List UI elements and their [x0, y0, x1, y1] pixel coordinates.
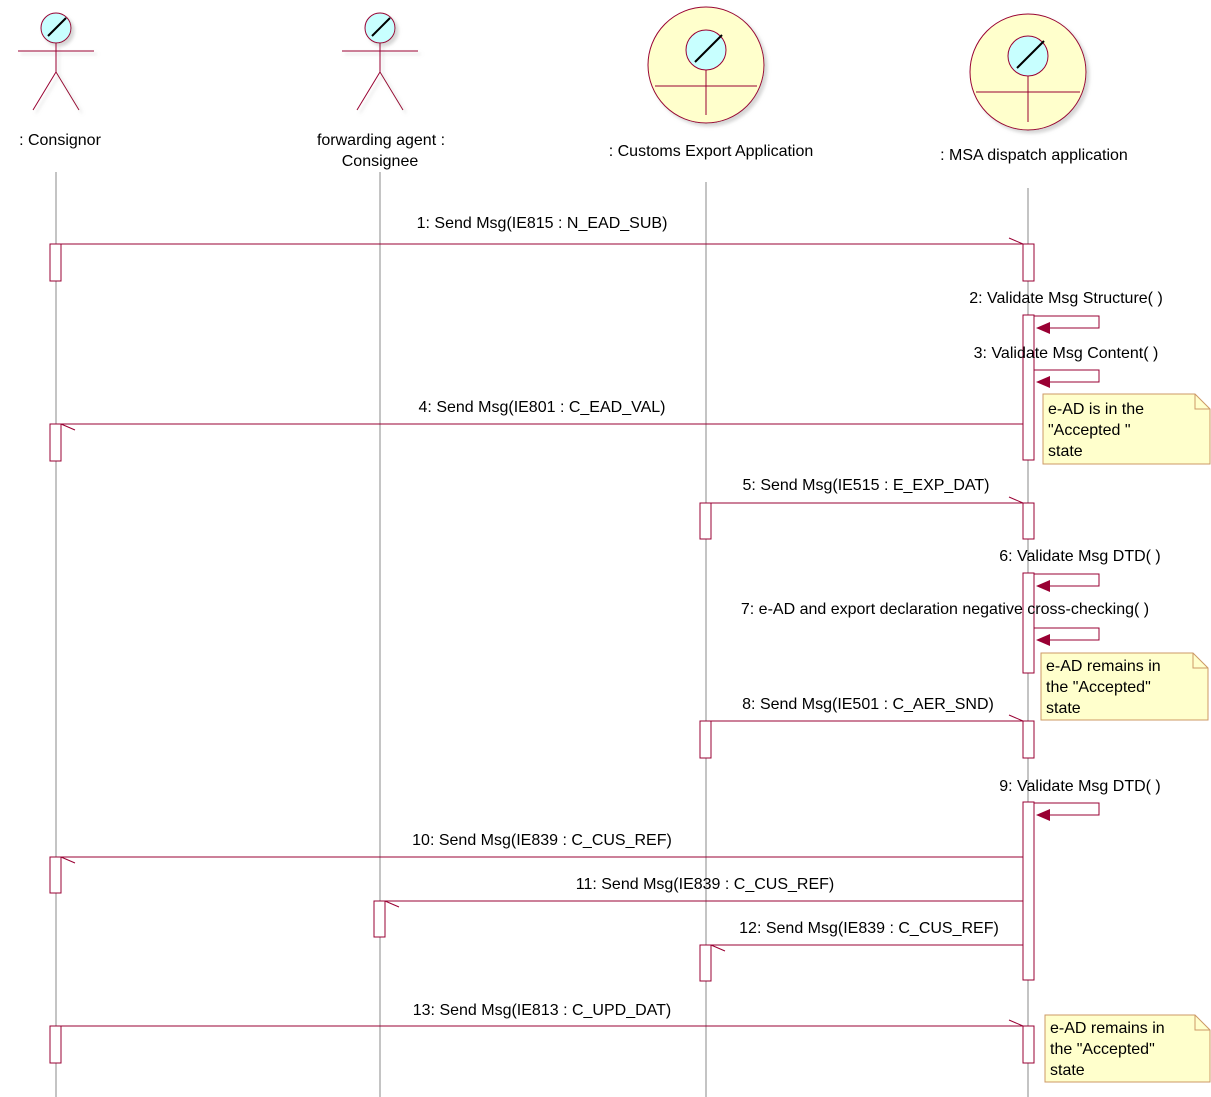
activation-msa-6 [1022, 801, 1035, 981]
message-label-7: 7: e-AD and export declaration negative … [741, 601, 1149, 618]
activation-msa-1 [1022, 243, 1035, 282]
participant-label-customs-export-application: : Customs Export Application [609, 143, 814, 160]
message-label-2: 2: Validate Msg Structure( ) [969, 290, 1163, 307]
message-label-11: 11: Send Msg(IE839 : C_CUS_REF) [576, 876, 834, 893]
message-5: 5: Send Msg(IE515 : E_EXP_DAT) [711, 477, 1024, 504]
note-1: e-AD is in the "Accepted " state [1042, 393, 1211, 465]
message-label-10: 10: Send Msg(IE839 : C_CUS_REF) [412, 832, 672, 849]
message-label-12: 12: Send Msg(IE839 : C_CUS_REF) [739, 920, 999, 937]
message-9: 9: Validate Msg DTD( ) [999, 778, 1161, 821]
message-label-9: 9: Validate Msg DTD( ) [999, 778, 1161, 795]
message-11: 11: Send Msg(IE839 : C_CUS_REF) [384, 876, 1023, 908]
note-3: e-AD remains in the "Accepted" state [1044, 1014, 1211, 1083]
message-12: 12: Send Msg(IE839 : C_CUS_REF) [710, 920, 1023, 952]
message-label-1: 1: Send Msg(IE815 : N_EAD_SUB) [417, 215, 668, 232]
message-6: 6: Validate Msg DTD( ) [999, 548, 1161, 592]
message-label-5: 5: Send Msg(IE515 : E_EXP_DAT) [743, 477, 990, 494]
activation-consignor-4 [49, 1025, 62, 1064]
note-3-line-3: state [1050, 1062, 1085, 1079]
note-3-line-2: the "Accepted" [1050, 1041, 1155, 1058]
message-3: 3: Validate Msg Content( ) [974, 345, 1159, 388]
activation-consignor-1 [49, 243, 62, 282]
customs-application-icon [647, 6, 765, 124]
note-1-line-1: e-AD is in the [1048, 401, 1144, 418]
activation-msa-3 [1022, 502, 1035, 540]
participant-label-forwarding-agent-line2: Consignee [342, 153, 419, 170]
actor-forwarding-agent-icon [342, 12, 418, 111]
activation-forwarding-agent [373, 900, 386, 938]
message-label-4: 4: Send Msg(IE801 : C_EAD_VAL) [419, 399, 666, 416]
message-label-3: 3: Validate Msg Content( ) [974, 345, 1159, 362]
message-10: 10: Send Msg(IE839 : C_CUS_REF) [60, 832, 1023, 864]
activation-consignor-2 [49, 423, 62, 462]
activation-customs-2 [699, 720, 712, 759]
activation-msa-4 [1022, 572, 1035, 674]
activation-customs-3 [699, 944, 712, 982]
participant-label-forwarding-agent-line1: forwarding agent : [317, 132, 445, 149]
note-1-line-2: "Accepted " [1048, 422, 1131, 439]
note-2-line-1: e-AD remains in [1046, 658, 1161, 675]
note-2-line-3: state [1046, 700, 1081, 717]
message-label-13: 13: Send Msg(IE813 : C_UPD_DAT) [413, 1002, 671, 1019]
message-13: 13: Send Msg(IE813 : C_UPD_DAT) [61, 1002, 1024, 1027]
note-2-line-2: the "Accepted" [1046, 679, 1151, 696]
message-label-8: 8: Send Msg(IE501 : C_AER_SND) [742, 696, 994, 713]
message-1: 1: Send Msg(IE815 : N_EAD_SUB) [61, 215, 1024, 245]
activation-msa-5 [1022, 720, 1035, 759]
activation-consignor-3 [49, 856, 62, 894]
activation-msa-2 [1022, 314, 1035, 461]
participant-label-consignor: : Consignor [19, 132, 101, 149]
message-8: 8: Send Msg(IE501 : C_AER_SND) [711, 696, 1024, 722]
message-label-6: 6: Validate Msg DTD( ) [999, 548, 1161, 565]
note-1-line-3: state [1048, 443, 1083, 460]
participant-label-msa-dispatch-application: : MSA dispatch application [940, 147, 1128, 164]
message-7: 7: e-AD and export declaration negative … [741, 601, 1149, 646]
message-4: 4: Send Msg(IE801 : C_EAD_VAL) [60, 399, 1023, 431]
activation-customs-1 [699, 502, 712, 540]
note-2: e-AD remains in the "Accepted" state [1040, 652, 1209, 721]
activation-msa-7 [1022, 1025, 1035, 1064]
message-2: 2: Validate Msg Structure( ) [969, 290, 1163, 334]
note-3-line-1: e-AD remains in [1050, 1020, 1165, 1037]
msa-application-icon [969, 13, 1087, 131]
actor-consignor-icon [18, 12, 94, 111]
